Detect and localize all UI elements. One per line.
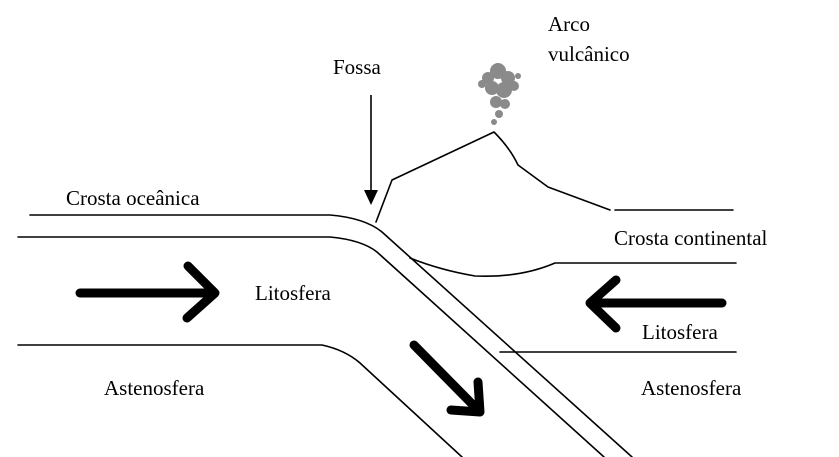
- oceanic-crust-label: Crosta oceânica: [66, 188, 200, 209]
- lithosphere-base-line: [18, 345, 462, 457]
- asthenosphere-left-label: Astenosfera: [104, 378, 204, 399]
- arrow-down-icon: [364, 95, 378, 205]
- lithosphere-left-label: Litosfera: [255, 283, 331, 304]
- ash-cloud-icon: [478, 63, 521, 125]
- asthenosphere-right-label: Astenosfera: [641, 378, 741, 399]
- volcanic-arc-label-line1: Arco: [548, 14, 590, 35]
- trench-label: Fossa: [333, 57, 381, 78]
- arrow-down-right-icon: [414, 345, 480, 412]
- oceanic-crust-top-line: [30, 215, 632, 457]
- continental-crust-label: Crosta continental: [614, 228, 767, 249]
- volcano-outline: [376, 132, 610, 222]
- volcanic-arc-label-line2: vulcânico: [548, 44, 630, 65]
- oceanic-crust-base-line: [18, 237, 604, 457]
- arrow-right-icon: [80, 266, 215, 318]
- lithosphere-right-label: Litosfera: [642, 322, 718, 343]
- continental-crust-base-line: [410, 258, 736, 276]
